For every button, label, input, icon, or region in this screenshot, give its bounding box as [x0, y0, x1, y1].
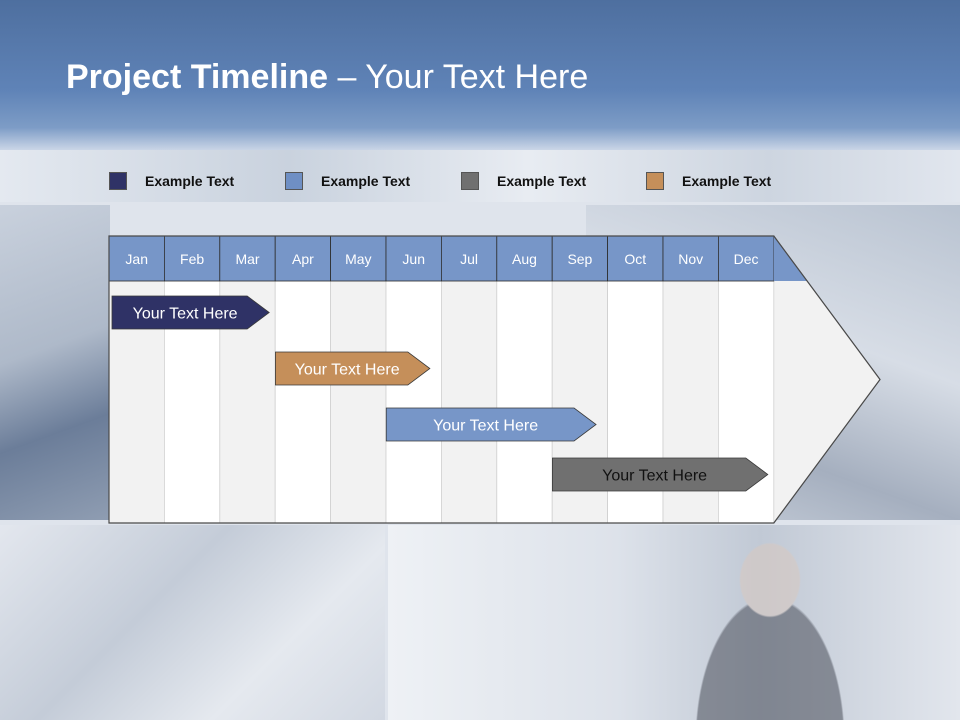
legend-item-2: Example Text	[285, 171, 410, 191]
task-bar-3[interactable]	[385, 407, 597, 442]
task-label-4: Your Text Here	[602, 468, 707, 485]
month-label-dec: Dec	[734, 251, 759, 267]
month-column-may	[330, 280, 387, 524]
month-header-cell-jun	[385, 235, 442, 282]
month-label-feb: Feb	[180, 251, 204, 267]
month-header-cell-apr	[274, 235, 332, 282]
task-bar-1[interactable]	[111, 295, 270, 330]
task-label-1: Your Text Here	[133, 306, 238, 323]
month-label-nov: Nov	[678, 251, 703, 267]
month-column-jun	[385, 280, 442, 524]
slide-title[interactable]: Project Timeline – Your Text Here	[66, 58, 588, 97]
month-header-cell-sep	[551, 235, 609, 282]
legend-label-1: Example Text	[145, 173, 235, 189]
month-header-cell-nov	[662, 235, 719, 282]
timeline-arrow-border	[108, 235, 881, 524]
legend-item-3: Example Text	[461, 171, 586, 191]
legend-swatch-1	[109, 172, 127, 190]
legend-swatch-3	[461, 172, 479, 190]
month-label-aug: Aug	[512, 251, 537, 267]
title-rest-text: – Your Text Here	[328, 58, 589, 96]
title-band	[0, 0, 960, 150]
month-label-oct: Oct	[624, 251, 646, 267]
month-label-apr: Apr	[292, 251, 314, 267]
month-column-aug	[496, 280, 553, 524]
legend-swatch-4	[646, 172, 664, 190]
legend-item-4: Example Text	[646, 171, 771, 191]
legend-label-3: Example Text	[497, 173, 587, 189]
background-photo-wrench	[0, 525, 385, 720]
background-person-figure	[655, 520, 885, 720]
month-label-sep: Sep	[567, 251, 592, 267]
month-label-may: May	[345, 251, 371, 267]
month-label-jun: Jun	[402, 251, 425, 267]
title-bold-text: Project Timeline	[66, 58, 329, 96]
task-label-2: Your Text Here	[295, 362, 400, 379]
legend-label-2: Example Text	[321, 173, 411, 189]
task-bar-2[interactable]	[275, 351, 431, 386]
task-bar-4[interactable]	[552, 457, 769, 492]
legend-label-4: Example Text	[682, 173, 772, 189]
month-header-cell-dec	[718, 235, 775, 282]
month-label-jul: Jul	[460, 251, 478, 267]
background-photo-worker	[0, 205, 110, 520]
month-label-jan: Jan	[125, 251, 148, 267]
task-label-3: Your Text Here	[433, 418, 538, 435]
month-label-mar: Mar	[235, 251, 259, 267]
legend-swatch-2	[285, 172, 303, 190]
timeline-arrow-head	[773, 236, 880, 523]
month-column-apr	[274, 280, 332, 524]
month-column-jul	[440, 280, 498, 524]
legend-item-1: Example Text	[109, 171, 234, 191]
